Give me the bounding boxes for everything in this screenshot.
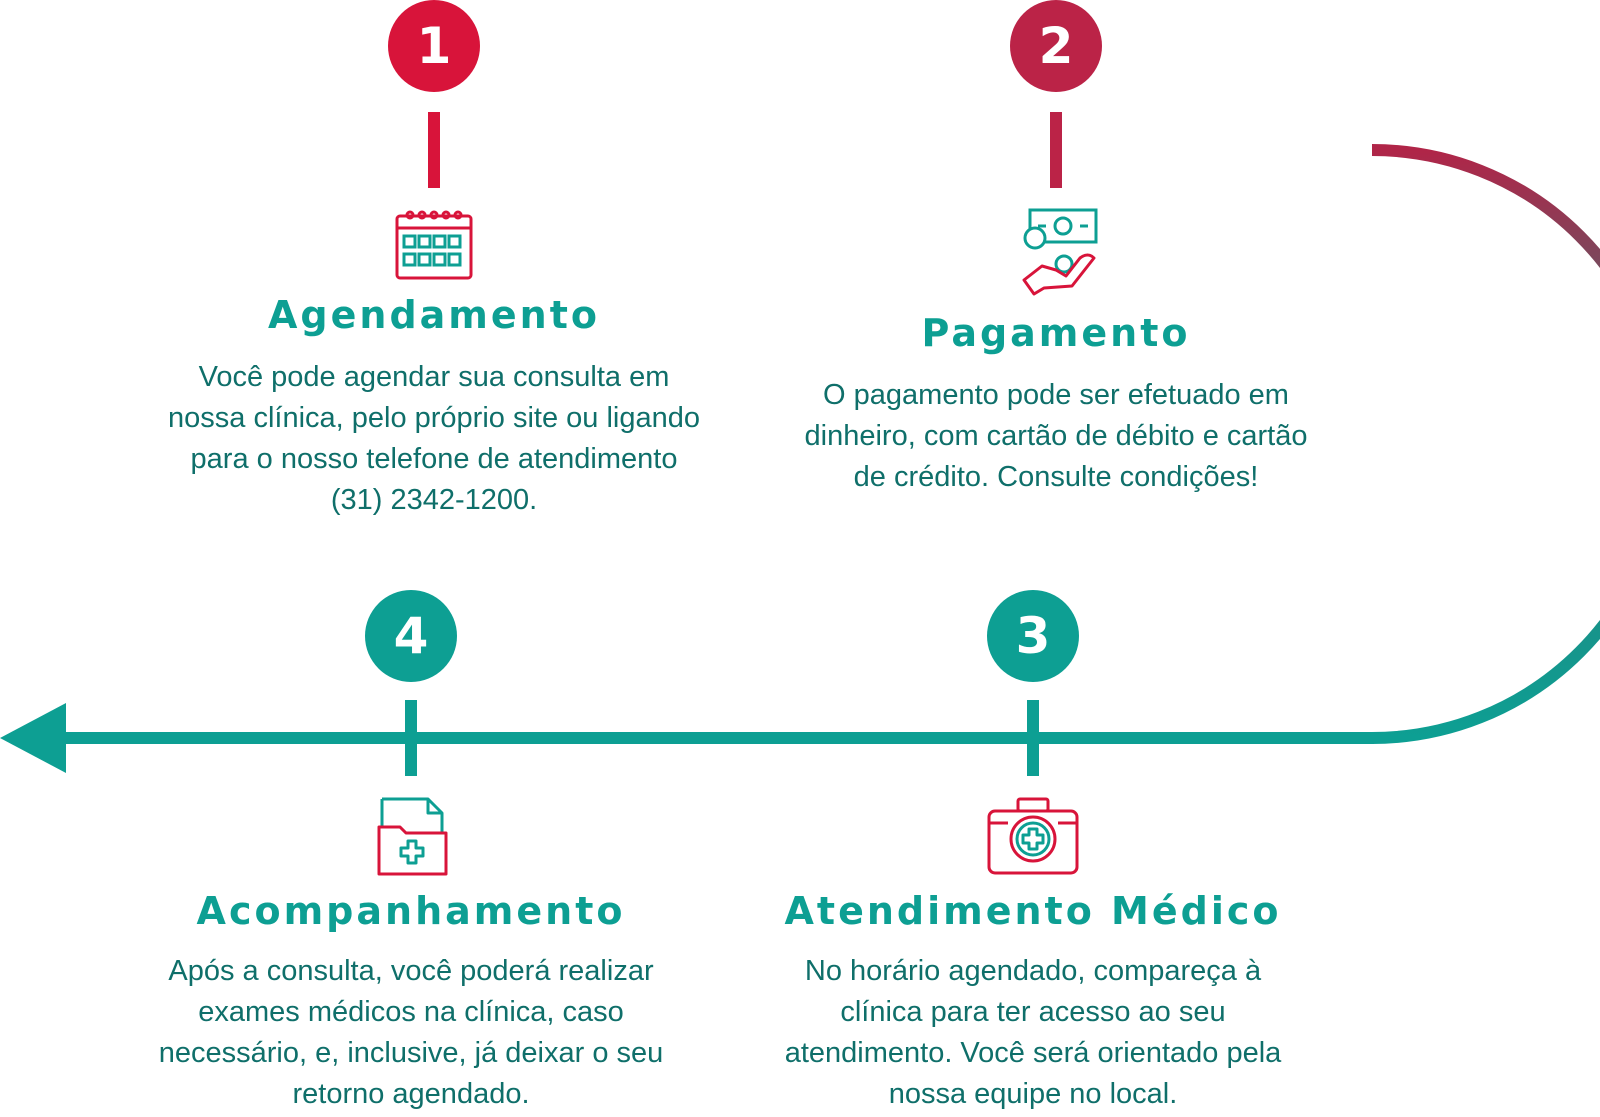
step-4-description: Após a consulta, você poderá realizar ex… <box>158 955 664 1110</box>
medical-kit-icon <box>987 797 1079 875</box>
medical-folder-icon <box>377 797 448 876</box>
step-3-title: Atendimento Médico <box>784 889 1282 933</box>
step-3-description: No horário agendado, compareça à clínica… <box>784 955 1282 1110</box>
step-1-description: Você pode agendar sua consulta em nossa … <box>168 361 700 516</box>
step-2-number-badge: 2 <box>1010 0 1102 92</box>
step-3-number-badge: 3 <box>987 590 1079 682</box>
money-hand-icon <box>1022 208 1098 296</box>
step-2-title: Pagamento <box>921 311 1191 355</box>
calendar-icon <box>395 210 473 280</box>
step-1-number-badge: 1 <box>388 0 480 92</box>
step-4-number-badge: 4 <box>365 590 457 682</box>
step-4-title: Acompanhamento <box>196 889 626 933</box>
step-2-description: O pagamento pode ser efetuado em dinheir… <box>804 379 1308 493</box>
step-1-title: Agendamento <box>268 293 600 337</box>
arrow-head <box>0 703 66 773</box>
curve-line <box>1371 144 1600 744</box>
